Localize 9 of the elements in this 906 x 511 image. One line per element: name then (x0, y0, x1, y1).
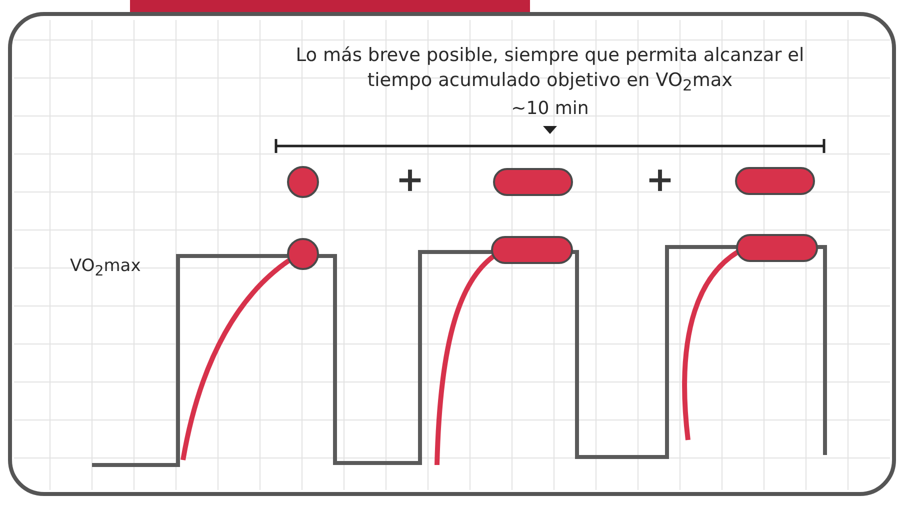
pill-marker (736, 234, 818, 262)
plus-sign: + (395, 163, 425, 197)
pill-marker (491, 236, 573, 264)
pill-marker (493, 168, 573, 196)
duration-text: ~10 min (510, 98, 590, 120)
pill-marker (735, 167, 815, 195)
plus-sign: + (645, 163, 675, 197)
note-text: Lo más breve posible, siempre que permita alcanzar el tiempo acumulado objetivo en VO$_{2}$max (294, 44, 806, 96)
axis-label: VO$_{2}$max (70, 256, 142, 280)
